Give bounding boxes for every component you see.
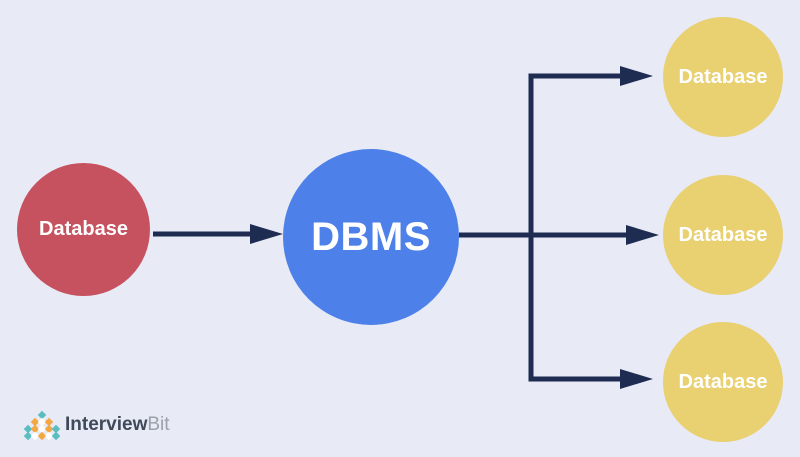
target-database-label-bottom: Database (678, 370, 768, 393)
brand-name: InterviewBit (65, 408, 170, 442)
target-database-node-top: Database (663, 17, 783, 137)
arrowhead-target-middle-icon (626, 225, 659, 245)
arrowhead-target-top-icon (620, 66, 653, 86)
branch-trunk (528, 73, 622, 382)
target-database-node-bottom: Database (663, 322, 783, 442)
logo-diamond (51, 431, 61, 441)
target-database-node-middle: Database (663, 175, 783, 295)
interviewbit-mark-icon (23, 408, 61, 442)
arrowhead-target-bottom-icon (620, 369, 653, 389)
interviewbit-logo: InterviewBit (23, 408, 170, 442)
source-database-label: Database (39, 218, 128, 240)
brand-name-secondary: Bit (147, 414, 170, 435)
arrowhead-source-to-hub-icon (250, 224, 283, 244)
dbms-hub-node: DBMS (283, 149, 459, 325)
brand-name-primary: Interview (65, 414, 148, 435)
target-database-label-top: Database (678, 65, 768, 88)
dbms-hub-label: DBMS (311, 214, 431, 259)
source-database-node: Database (17, 163, 150, 296)
target-database-label-middle: Database (678, 223, 768, 246)
